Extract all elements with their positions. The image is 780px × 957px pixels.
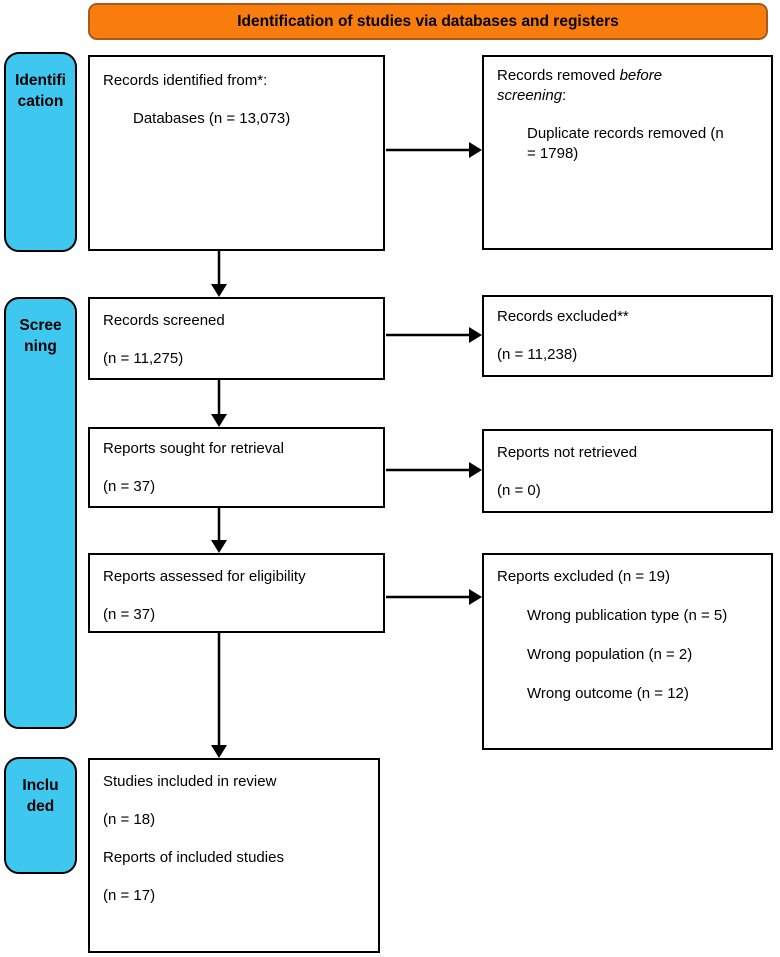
reports-excluded-reason3: Wrong outcome (n = 12) <box>527 685 689 702</box>
arrow-assessed-to-included <box>211 633 227 758</box>
arrow-sought-to-assessed <box>211 508 227 553</box>
title-banner: Identification of studies via databases … <box>88 3 768 40</box>
arrow-identified-to-removed <box>386 142 482 158</box>
records-identified-line2: Databases (n = 13,073) <box>133 110 291 127</box>
records-identified-line1: Records identified from*: <box>103 72 268 89</box>
box-records-screened: Records screened (n = 11,275) <box>88 297 385 380</box>
reports-assessed-line2: (n = 37) <box>103 606 156 623</box>
reports-not-retrieved-line2: (n = 0) <box>497 482 541 499</box>
records-screened-line1: Records screened <box>103 312 225 329</box>
arrow-screened-to-sought <box>211 380 227 427</box>
box-records-excluded: Records excluded** (n = 11,238) <box>482 295 773 377</box>
reports-not-retrieved-line1: Reports not retrieved <box>497 444 638 461</box>
reports-assessed-line1: Reports assessed for eligibility <box>103 568 306 585</box>
arrow-assessed-to-reports-excluded <box>386 589 482 605</box>
reports-sought-line2: (n = 37) <box>103 478 156 495</box>
stage-label-included: Inclu ded <box>4 757 77 874</box>
records-removed-line1-prefix: Records removed <box>497 67 620 84</box>
studies-included-line3: Reports of included studies <box>103 849 284 866</box>
reports-excluded-line1: Reports excluded (n = 19) <box>497 568 671 585</box>
stage-label-screening: Scree ning <box>4 297 77 729</box>
records-excluded-line1: Records excluded** <box>497 308 629 325</box>
reports-excluded-reason2: Wrong population (n = 2) <box>527 646 693 663</box>
box-records-removed: Records removed before screening: Duplic… <box>482 55 773 250</box>
stage-label-text: Inclu ded <box>22 777 59 815</box>
reports-sought-line1: Reports sought for retrieval <box>103 440 284 457</box>
box-reports-assessed: Reports assessed for eligibility (n = 37… <box>88 553 385 633</box>
arrow-identified-to-screened <box>211 251 227 297</box>
stage-label-text: Scree ning <box>19 317 62 355</box>
studies-included-line1: Studies included in review <box>103 773 277 790</box>
records-removed-line2: Duplicate records removed (n = 1798) <box>527 125 724 162</box>
arrow-screened-to-excluded <box>386 327 482 343</box>
box-reports-sought: Reports sought for retrieval (n = 37) <box>88 427 385 508</box>
stage-label-identification: Identifi cation <box>4 52 77 252</box>
studies-included-line2: (n = 18) <box>103 811 156 828</box>
box-records-identified: Records identified from*: Databases (n =… <box>88 55 385 251</box>
studies-included-line4: (n = 17) <box>103 887 156 904</box>
box-studies-included: Studies included in review (n = 18) Repo… <box>88 758 380 953</box>
reports-excluded-reason1: Wrong publication type (n = 5) <box>527 607 728 624</box>
diagram-title: Identification of studies via databases … <box>237 12 619 30</box>
records-removed-line1-italic: before screening <box>497 67 663 104</box>
records-removed-line1-suffix: : <box>562 87 567 104</box>
records-screened-line2: (n = 11,275) <box>103 350 184 367</box>
records-excluded-line2: (n = 11,238) <box>497 346 578 363</box>
box-reports-excluded: Reports excluded (n = 19) Wrong publicat… <box>482 553 773 750</box>
box-reports-not-retrieved: Reports not retrieved (n = 0) <box>482 429 773 513</box>
stage-label-text: Identifi cation <box>15 72 66 110</box>
arrow-sought-to-not-retrieved <box>386 462 482 478</box>
records-removed-line1: Records removed before screening: <box>497 66 725 106</box>
